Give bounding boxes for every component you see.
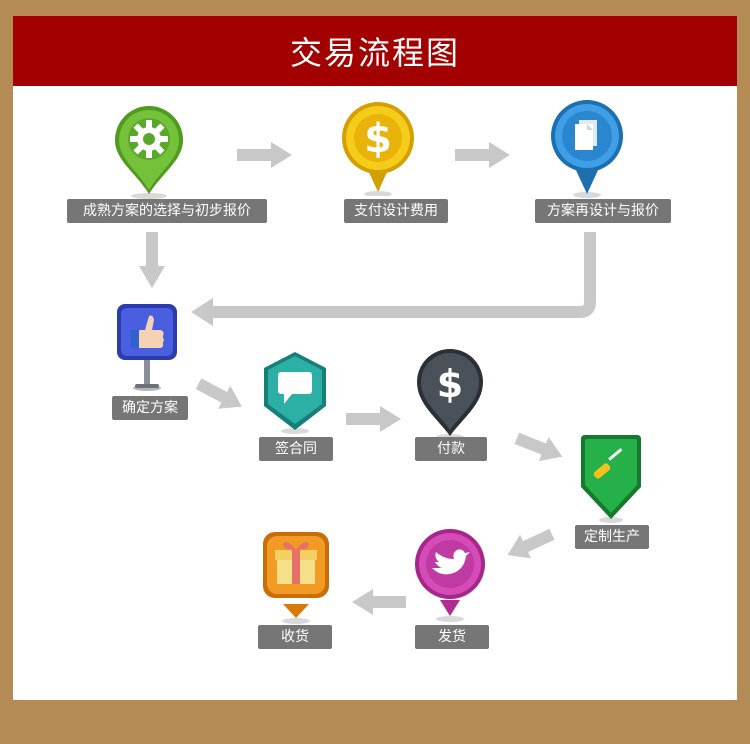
arrow-2-3 bbox=[455, 142, 510, 168]
svg-text:$: $ bbox=[437, 362, 463, 406]
arrow-7-8 bbox=[507, 528, 555, 559]
arrow-3-4-head bbox=[191, 298, 213, 326]
step-label-6: 付款 bbox=[415, 437, 487, 461]
speech-bubble-hexagon-icon bbox=[264, 352, 326, 434]
gear-pin-icon bbox=[115, 106, 183, 199]
flowchart-panel: 交易流程图 bbox=[13, 16, 737, 700]
flow-arrows bbox=[139, 142, 596, 615]
title-banner: 交易流程图 bbox=[13, 16, 737, 86]
screwdriver-shield-icon bbox=[581, 435, 641, 523]
gift-box-icon bbox=[263, 532, 329, 624]
step-label-5: 签合同 bbox=[259, 437, 333, 461]
arrow-6-7 bbox=[514, 432, 563, 462]
thumbs-up-sign-icon bbox=[117, 304, 177, 391]
arrow-4-5 bbox=[195, 378, 242, 409]
dollar-pin-icon: $ bbox=[342, 102, 414, 196]
step-label-3: 方案再设计与报价 bbox=[535, 199, 671, 223]
step-label-1: 成熟方案的选择与初步报价 bbox=[67, 199, 267, 223]
step-label-9: 收货 bbox=[258, 625, 332, 649]
svg-text:$: $ bbox=[364, 116, 392, 162]
arrow-1-4 bbox=[139, 232, 165, 288]
step-label-2: 支付设计费用 bbox=[344, 199, 448, 223]
dollar-dark-pin-icon: $ bbox=[417, 349, 483, 440]
document-pin-icon bbox=[551, 100, 623, 198]
step-label-8: 发货 bbox=[415, 625, 489, 649]
arrow-9-back bbox=[352, 589, 406, 615]
bird-pin-icon bbox=[415, 529, 485, 622]
step-label-7: 定制生产 bbox=[575, 525, 649, 549]
step-label-4: 确定方案 bbox=[112, 396, 188, 420]
arrow-3-4 bbox=[209, 232, 596, 318]
arrow-1-2 bbox=[237, 142, 292, 168]
arrow-5-6 bbox=[346, 406, 401, 432]
page-title: 交易流程图 bbox=[289, 34, 460, 72]
